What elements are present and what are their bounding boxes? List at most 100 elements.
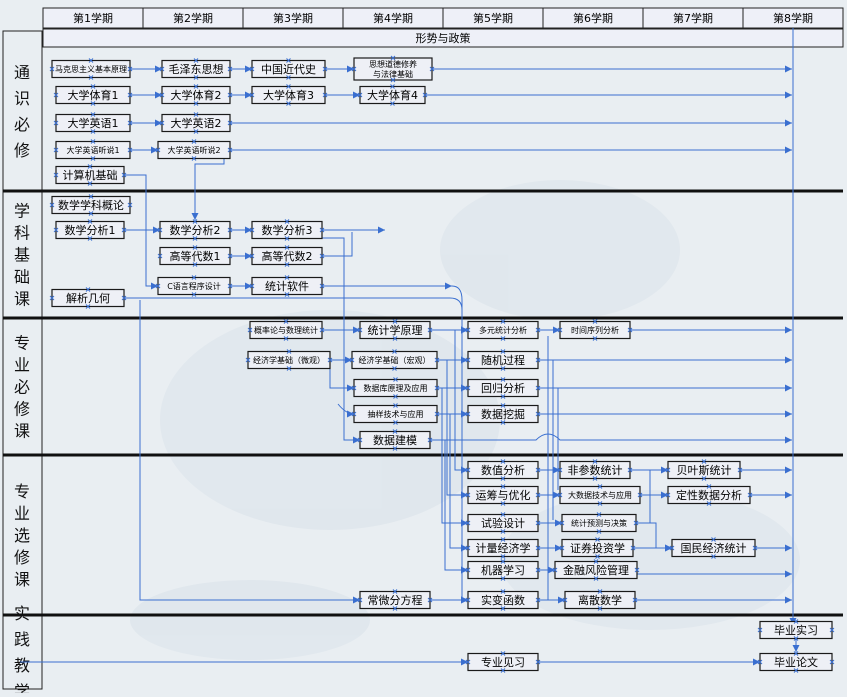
course-node-modern[interactable]: 中国近代史 — [249, 58, 328, 80]
course-label: 大学体育1 — [68, 88, 119, 102]
course-label: 数学学科概论 — [58, 198, 124, 212]
course-node-rand[interactable]: 随机过程 — [465, 349, 541, 371]
course-node-invest[interactable]: 证券投资学 — [559, 537, 636, 559]
course-node-disc[interactable]: 离散数学 — [562, 589, 638, 611]
course-label: 证券投资学 — [570, 541, 625, 555]
svg-text:础: 础 — [14, 268, 30, 287]
course-label: 经济学基础（宏观） — [359, 355, 431, 365]
course-label: 解析几何 — [66, 291, 110, 305]
course-label: 非参数统计 — [568, 463, 623, 477]
course-node-ode[interactable]: 常微分方程 — [357, 589, 433, 611]
course-node-exp[interactable]: 试验设计 — [465, 512, 541, 534]
course-node-alg1[interactable]: 高等代数1 — [157, 245, 233, 267]
course-label: 数值分析 — [481, 463, 525, 477]
course-node-econo[interactable]: 计量经济学 — [465, 537, 541, 559]
course-label: 贝叶斯统计 — [677, 464, 732, 477]
course-node-qual[interactable]: 定性数据分析 — [665, 484, 753, 506]
course-node-pe4[interactable]: 大学体育4 — [357, 84, 428, 106]
course-node-pe3[interactable]: 大学体育3 — [249, 84, 328, 106]
course-node-statsw[interactable]: 统计软件 — [249, 275, 325, 297]
course-label: 数学分析1 — [65, 223, 116, 237]
course-node-en1[interactable]: 大学英语1 — [53, 112, 133, 134]
svg-text:学: 学 — [14, 682, 30, 693]
course-node-alg2[interactable]: 高等代数2 — [249, 245, 325, 267]
course-node-mining[interactable]: 数据挖掘 — [465, 403, 541, 425]
course-label: 毛泽东思想 — [169, 62, 224, 76]
course-node-bigdata[interactable]: 大数据技术与应用 — [557, 484, 643, 506]
course-node-pe2[interactable]: 大学体育2 — [159, 84, 233, 106]
course-node-model[interactable]: 数据建模 — [357, 429, 433, 451]
svg-text:专: 专 — [14, 334, 30, 353]
course-label: 大学体育3 — [263, 88, 314, 102]
course-label: 定性数据分析 — [676, 488, 742, 502]
svg-text:践: 践 — [14, 630, 30, 649]
course-node-regr[interactable]: 回归分析 — [465, 377, 541, 399]
svg-text:业: 业 — [14, 356, 30, 375]
policy-banner — [42, 28, 844, 48]
course-node-lis2[interactable]: 大学英语听说2 — [155, 139, 233, 161]
course-node-risk[interactable]: 金融风险管理 — [552, 559, 640, 581]
course-node-ml[interactable]: 机器学习 — [465, 559, 541, 581]
course-node-db[interactable]: 数据库原理及应用 — [351, 377, 440, 399]
course-node-econ_micro[interactable]: 经济学基础（微观） — [245, 349, 333, 371]
course-node-pe1[interactable]: 大学体育1 — [53, 84, 133, 106]
course-node-bayes[interactable]: 贝叶斯统计 — [665, 459, 743, 481]
course-label: 运筹与优化 — [476, 488, 531, 502]
course-node-en2[interactable]: 大学英语2 — [159, 112, 233, 134]
course-connectors — [20, 28, 800, 666]
course-label: 统计学原理 — [368, 323, 423, 337]
course-node-intern[interactable]: 毕业实习 — [757, 619, 835, 641]
course-node-ma2[interactable]: 数学分析2 — [157, 219, 233, 241]
course-node-prob[interactable]: 概率论与数理统计 — [247, 319, 325, 341]
course-node-econ_macro[interactable]: 经济学基础（宏观） — [349, 349, 440, 371]
course-node-geo[interactable]: 解析几何 — [49, 287, 127, 309]
svg-text:课: 课 — [14, 570, 30, 589]
course-node-thesis[interactable]: 毕业论文 — [757, 651, 835, 673]
course-label: 大学英语听说1 — [66, 145, 119, 155]
course-node-cs[interactable]: 计算机基础 — [53, 164, 127, 186]
course-label: 大学体育4 — [367, 88, 418, 102]
course-label: 数据库原理及应用 — [364, 383, 428, 393]
course-label: 毕业论文 — [774, 655, 818, 669]
course-label: 专业见习 — [481, 655, 525, 669]
course-label: 实变函数 — [481, 593, 525, 607]
course-node-ma3[interactable]: 数学分析3 — [249, 219, 325, 241]
course-label: 毕业实习 — [774, 623, 818, 637]
course-label: 试验设计 — [481, 516, 525, 530]
course-label: 多元统计分析 — [479, 325, 527, 335]
svg-text:通: 通 — [14, 63, 30, 82]
course-node-marx[interactable]: 马克思主义基本原理 — [49, 58, 133, 80]
svg-text:必: 必 — [14, 378, 30, 397]
course-node-real[interactable]: 实变函数 — [465, 589, 541, 611]
course-node-lis1[interactable]: 大学英语听说1 — [53, 139, 133, 161]
course-node-nonpar[interactable]: 非参数统计 — [557, 459, 633, 481]
course-node-sample[interactable]: 抽样技术与应用 — [351, 403, 440, 425]
course-node-opt[interactable]: 运筹与优化 — [465, 484, 541, 506]
course-label: 中国近代史 — [261, 63, 316, 76]
course-node-visit[interactable]: 专业见习 — [465, 651, 541, 673]
course-node-natl[interactable]: 国民经济统计 — [669, 537, 758, 559]
course-label: 数学分析3 — [262, 223, 313, 237]
course-label: 统计软件 — [265, 279, 309, 293]
course-node-multi[interactable]: 多元统计分析 — [465, 319, 541, 341]
course-label: 数据挖掘 — [481, 407, 525, 421]
course-label: 高等代数2 — [262, 249, 313, 263]
course-label: 马克思主义基本原理 — [55, 64, 127, 74]
course-node-mao[interactable]: 毛泽东思想 — [159, 58, 233, 80]
section-dividers — [3, 189, 843, 617]
course-node-forecast[interactable]: 统计预测与决策 — [559, 512, 639, 534]
course-node-intro[interactable]: 数学学科概论 — [49, 194, 133, 216]
course-node-ts[interactable]: 时间序列分析 — [557, 319, 633, 341]
course-label: 时间序列分析 — [571, 325, 619, 335]
course-node-stat[interactable]: 统计学原理 — [357, 319, 433, 341]
course-label: 计量经济学 — [476, 541, 531, 555]
semester-5-header: 第5学期 — [473, 11, 513, 25]
course-node-ethics[interactable]: 思想道德修养与法律基础 — [351, 55, 435, 83]
course-node-ma1[interactable]: 数学分析1 — [53, 219, 127, 241]
svg-text:科: 科 — [14, 224, 30, 243]
course-node-cprog[interactable]: C语言程序设计 — [155, 275, 233, 297]
course-node-numa[interactable]: 数值分析 — [465, 459, 541, 481]
